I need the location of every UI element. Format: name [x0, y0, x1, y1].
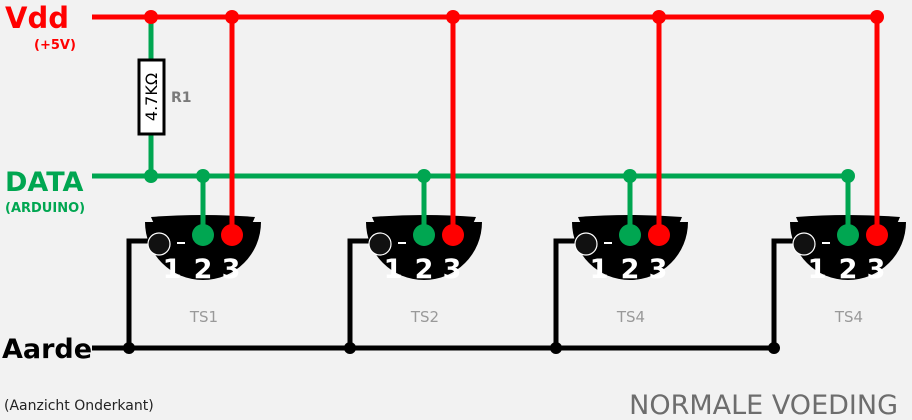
pin-1-pad — [574, 232, 598, 256]
pin-3-number: 3 — [649, 254, 668, 285]
pin-3-pad — [221, 224, 243, 246]
ground-lead — [126, 238, 159, 348]
pin-3-number: 3 — [443, 254, 462, 285]
mode-title: NORMALE VOEDING — [629, 390, 898, 420]
pin-1-pad — [792, 232, 816, 256]
data-junction — [196, 169, 210, 183]
vdd-voltage-label: (+5V) — [34, 38, 76, 53]
resistor-name: R1 — [171, 90, 192, 106]
pin-2-pad — [619, 224, 641, 246]
resistor-junction-data — [144, 169, 158, 183]
pin-3-pad — [442, 224, 464, 246]
vdd-junction — [225, 10, 239, 24]
resistor-body — [137, 58, 166, 136]
pin-2-number: 2 — [621, 254, 640, 285]
resistor-junction-vdd — [144, 10, 158, 24]
pin-3-pad — [866, 224, 888, 246]
view-note: (Aanzicht Onderkant) — [4, 398, 154, 414]
pin-2-pad — [837, 224, 859, 246]
ground-junction — [768, 342, 780, 354]
pin-3-pad — [648, 224, 670, 246]
data-label: DATA — [5, 167, 84, 198]
ground-lead — [347, 238, 380, 348]
sensor-name: TS4 — [616, 308, 645, 326]
data-junction — [841, 169, 855, 183]
vdd-junction — [446, 10, 460, 24]
pin-1-number: 1 — [163, 254, 182, 285]
ground-lead — [771, 238, 804, 348]
ground-lead — [553, 238, 586, 348]
ground-junction — [123, 342, 135, 354]
pin-2-number: 2 — [194, 254, 213, 285]
pin-2-pad — [192, 224, 214, 246]
pin-1-number: 1 — [808, 254, 827, 285]
pin-1-number: 1 — [384, 254, 403, 285]
pin-1-pad — [368, 232, 392, 256]
sensor-name: TS2 — [410, 308, 439, 326]
ground-junction — [550, 342, 562, 354]
vdd-junction — [652, 10, 666, 24]
data-junction — [417, 169, 431, 183]
pin-2-number: 2 — [415, 254, 434, 285]
pin-3-number: 3 — [222, 254, 241, 285]
pin-2-number: 2 — [839, 254, 858, 285]
pin-2-pad — [413, 224, 435, 246]
arduino-label: (ARDUINO) — [5, 201, 85, 216]
data-junction — [623, 169, 637, 183]
pin-3-number: 3 — [867, 254, 886, 285]
pin-1-number: 1 — [590, 254, 609, 285]
vdd-junction — [870, 10, 884, 24]
vdd-label: Vdd — [5, 1, 69, 35]
sensor-name: TS4 — [834, 308, 863, 326]
resistor-value: 4.7KΩ — [142, 73, 161, 121]
pin-1-pad — [147, 232, 171, 256]
sensor-name: TS1 — [189, 308, 218, 326]
ground-label: Aarde — [2, 334, 92, 365]
ground-junction — [344, 342, 356, 354]
